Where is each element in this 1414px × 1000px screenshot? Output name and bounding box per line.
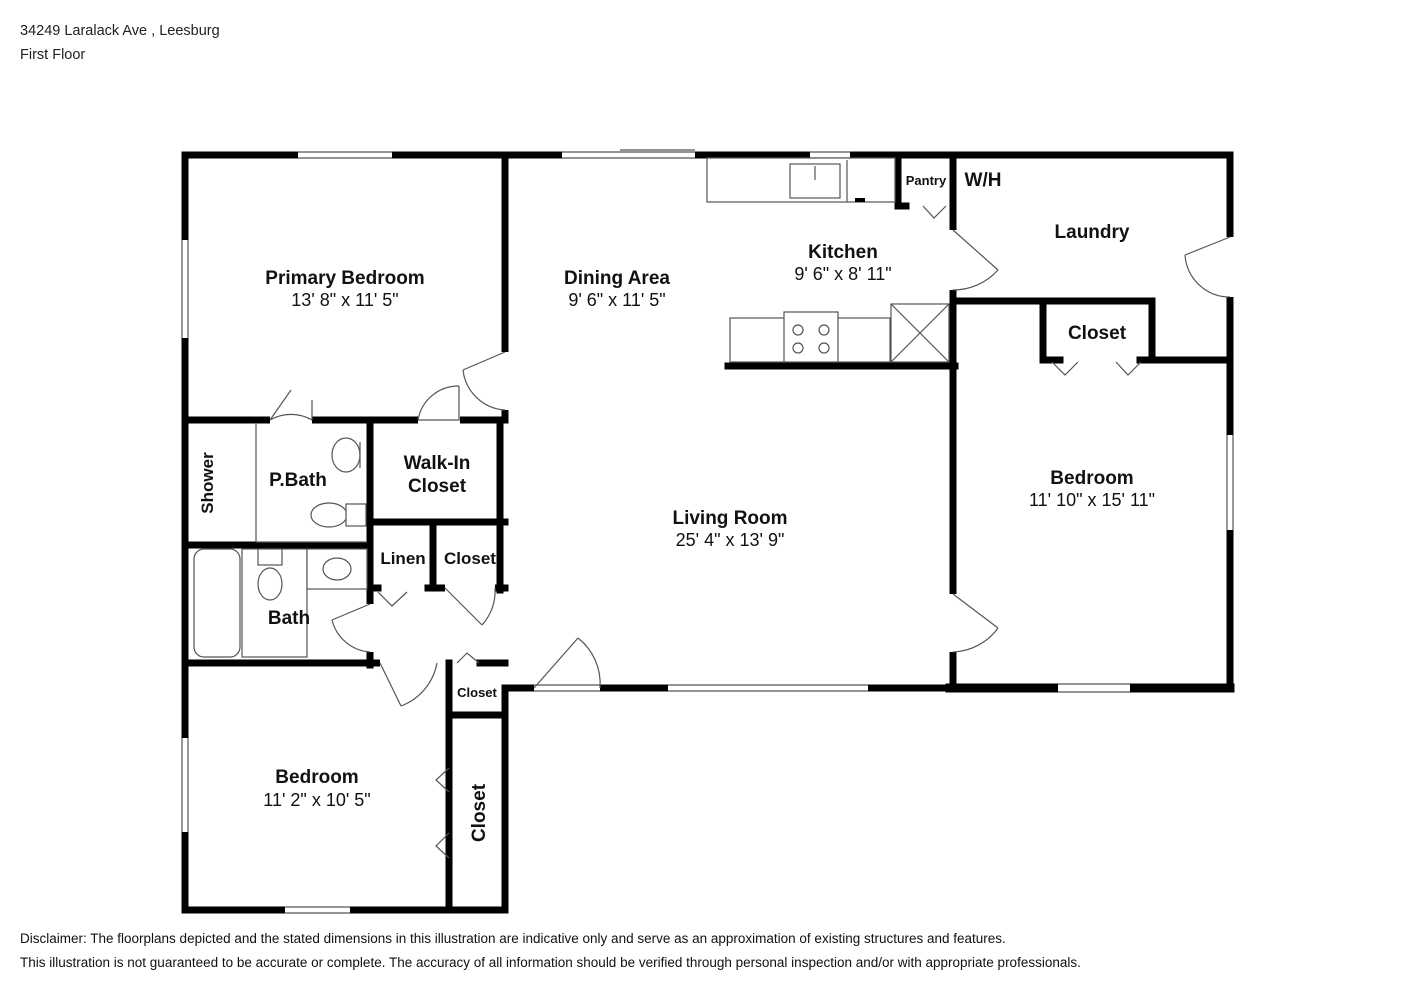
dining-area-dims: 9' 6" x 11' 5" [568, 290, 665, 310]
disclaimer-line-2: This illustration is not guaranteed to b… [20, 955, 1081, 970]
walkin-closet-name-2: Closet [408, 476, 467, 497]
laundry-name: Laundry [1055, 222, 1130, 243]
pbath-sink-icon [331, 437, 361, 473]
bath-toilet-icon [257, 567, 283, 601]
address-title: 34249 Laralack Ave , Leesburg [20, 23, 220, 39]
linen-name: Linen [380, 549, 425, 568]
shower-name: Shower [198, 452, 217, 514]
dining-area-name: Dining Area [564, 268, 670, 289]
bedroom-east-dims: 11' 10" x 15' 11" [1029, 490, 1155, 510]
room-labels: Primary Bedroom 13' 8" x 11' 5" Dining A… [198, 170, 1155, 842]
bath-name: Bath [268, 608, 310, 629]
bedroom-east-name: Bedroom [1050, 468, 1133, 489]
closet-hall-name: Closet [444, 549, 496, 568]
bedroom-southwest-name: Bedroom [275, 767, 358, 788]
primary-bedroom-name: Primary Bedroom [265, 268, 424, 289]
windows [180, 149, 1235, 915]
primary-bedroom-dims: 13' 8" x 11' 5" [291, 290, 398, 310]
living-room-dims: 25' 4" x 13' 9" [676, 530, 785, 550]
kitchen-name: Kitchen [808, 242, 878, 263]
stove-icon [783, 311, 839, 363]
closet-small-name: Closet [457, 685, 497, 700]
bath-sink-icon [306, 548, 368, 590]
disclaimer-line-1: Disclaimer: The floorplans depicted and … [20, 931, 1006, 946]
pantry-name: Pantry [906, 173, 947, 188]
pbath-name: P.Bath [269, 470, 327, 491]
living-room-name: Living Room [672, 508, 787, 529]
kitchen-dims: 9' 6" x 8' 11" [794, 264, 891, 284]
closet-east-name: Closet [1068, 323, 1127, 344]
floor-label: First Floor [20, 47, 86, 63]
pbath-toilet-icon [310, 502, 348, 528]
walkin-closet-name-1: Walk-In [404, 453, 471, 474]
bathtub-icon [193, 548, 241, 658]
water-heater-name: W/H [965, 170, 1002, 191]
doors [269, 205, 1235, 859]
fixtures [193, 157, 950, 658]
bedroom-southwest-dims: 11' 2" x 10' 5" [263, 790, 370, 810]
closet-vertical-name: Closet [469, 783, 490, 842]
